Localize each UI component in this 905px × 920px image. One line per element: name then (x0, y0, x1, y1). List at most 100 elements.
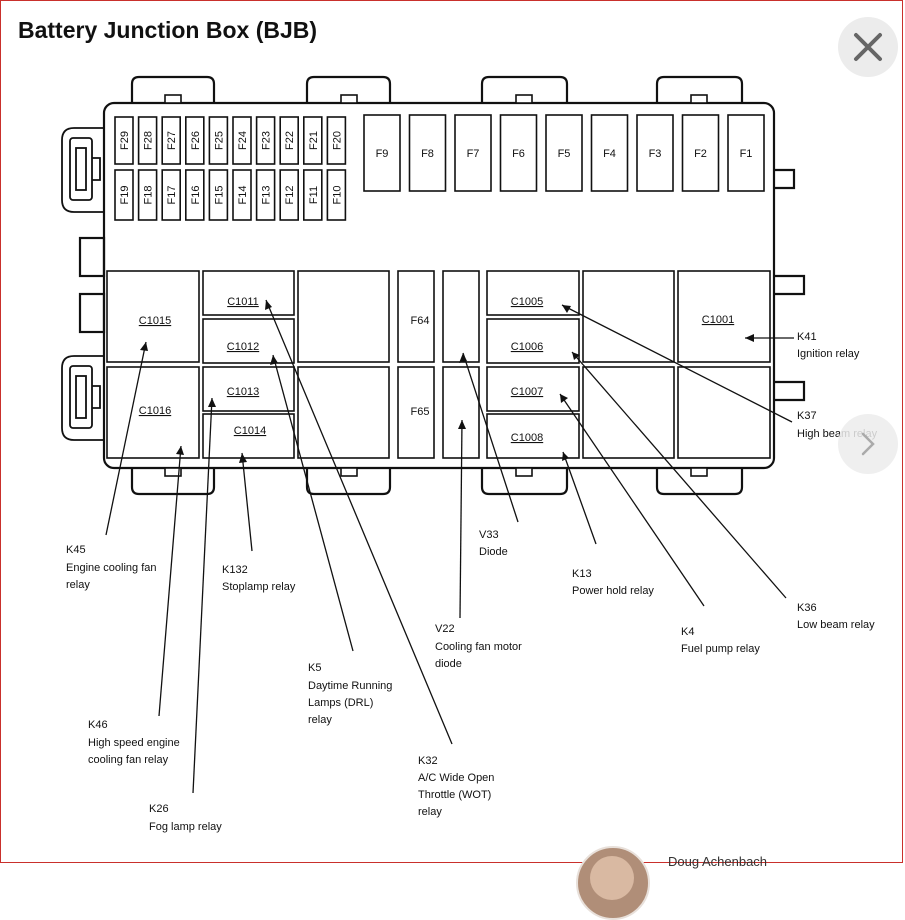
connector-c1006 (486, 318, 580, 364)
callout-text: Low beam relay (797, 619, 875, 631)
callout-code: K46 (88, 719, 108, 731)
fuse-f1 (727, 114, 765, 192)
fuse-f19-label: F19 (119, 186, 131, 205)
housing-outline (102, 101, 776, 470)
fuse-f7 (454, 114, 492, 192)
leader-k132 (241, 452, 253, 552)
fuse-f23-label: F23 (261, 131, 273, 150)
fuse-f17-label: F17 (166, 186, 178, 205)
label-c1011: C1011 (227, 296, 259, 308)
leader-k5 (272, 354, 354, 652)
connector-c1001 (677, 270, 771, 363)
leader-k13 (562, 451, 597, 545)
callout-text: diode (435, 658, 462, 670)
callout-text: Daytime Running (308, 680, 392, 692)
fuse-f2-label: F2 (694, 148, 707, 160)
label-c1005: C1005 (511, 296, 543, 308)
callout-k41: K41 Ignition relay (797, 331, 860, 360)
callout-text: relay (66, 579, 90, 591)
label-c1013: C1013 (227, 386, 259, 398)
callout-k13: K13 Power hold relay (572, 568, 654, 597)
connector-c1014 (202, 413, 295, 459)
fuse-f26 (185, 116, 205, 165)
callout-k36: K36 Low beam relay (797, 602, 875, 631)
leader-v22 (459, 419, 463, 619)
connector-c1008 (486, 413, 580, 459)
fuse-f22-label: F22 (284, 131, 296, 150)
next-button[interactable] (838, 414, 898, 474)
fuse-f12 (279, 169, 300, 221)
relay-slot-empty (677, 366, 771, 459)
label-c1012: C1012 (227, 341, 259, 353)
leader-k26 (192, 397, 213, 794)
connector-c1015 (106, 270, 200, 363)
relay-slot-empty (297, 270, 390, 363)
callout-text: Lamps (DRL) (308, 697, 373, 709)
callout-code: K36 (797, 602, 817, 614)
callout-text: Fog lamp relay (149, 821, 222, 833)
callout-k46: K46 High speed engine cooling fan relay (88, 719, 180, 766)
label-f64: F64 (411, 315, 430, 327)
author-name[interactable]: Doug Achenbach (668, 854, 768, 869)
fuse-f25 (208, 116, 229, 165)
avatar[interactable] (576, 846, 650, 920)
fuse-f8 (408, 114, 447, 192)
fuse-f16 (185, 169, 205, 221)
label-c1006: C1006 (511, 341, 543, 353)
callout-code: K13 (572, 568, 592, 580)
leader-k46 (158, 445, 182, 717)
callout-code: K4 (681, 626, 694, 638)
fuse-f23 (255, 116, 276, 165)
fuse-f27 (161, 116, 181, 165)
fuse-f29-label: F29 (119, 131, 131, 150)
fuse-f22 (279, 116, 300, 165)
image-frame (0, 0, 903, 863)
fuse-f14 (232, 169, 252, 221)
label-c1014: C1014 (234, 425, 266, 437)
callout-k45: K45 Engine cooling fan relay (66, 544, 157, 591)
fuse-f15-label: F15 (213, 186, 225, 205)
fuse-f24 (232, 116, 252, 165)
close-button[interactable] (838, 17, 898, 77)
fuse-f18-label: F18 (143, 186, 155, 205)
fuse-f4 (590, 114, 629, 192)
callout-code: V33 (479, 529, 499, 541)
callout-code: K5 (308, 662, 321, 674)
diode-slot-v33 (442, 270, 480, 363)
callout-k132: K132 Stoplamp relay (222, 564, 296, 593)
fuse-f1-label: F1 (740, 148, 753, 160)
close-icon (854, 33, 882, 61)
fuse-f8-label: F8 (421, 148, 434, 160)
fuse-f11 (302, 169, 323, 221)
page-title: Battery Junction Box (BJB) (18, 17, 318, 43)
callout-text: relay (418, 806, 442, 818)
fuse-f3-label: F3 (649, 148, 662, 160)
callout-k32: K32 A/C Wide Open Throttle (WOT) relay (418, 755, 494, 818)
fuse-f4-label: F4 (603, 148, 616, 160)
fuse-f20 (326, 116, 347, 165)
chevron-right-icon (861, 432, 875, 456)
connector-c1016 (106, 366, 200, 459)
callout-code: K45 (66, 544, 86, 556)
callout-text: A/C Wide Open (418, 772, 494, 784)
label-c1015: C1015 (139, 315, 171, 327)
relay-slot-empty (297, 366, 390, 459)
label-f65: F65 (411, 406, 430, 418)
leader-k4 (559, 393, 705, 607)
fuse-f25-label: F25 (213, 131, 225, 150)
callout-k4: K4 Fuel pump relay (681, 626, 760, 655)
fuse-f20-label: F20 (331, 131, 343, 150)
callout-text: Cooling fan motor (435, 641, 522, 653)
callout-text: Power hold relay (572, 585, 654, 597)
leader-k32 (265, 299, 453, 745)
relay-slot-empty (582, 270, 675, 363)
fuse-f28 (137, 116, 158, 165)
fuse-f6-label: F6 (512, 148, 525, 160)
fuse-f28-label: F28 (143, 131, 155, 150)
fuse-f11-label: F11 (308, 186, 320, 204)
fuse-f13 (255, 169, 276, 221)
callout-k26: K26 Fog lamp relay (149, 803, 222, 833)
label-c1016: C1016 (139, 405, 171, 417)
fuse-f5 (545, 114, 583, 192)
connector-c1011 (202, 270, 295, 316)
